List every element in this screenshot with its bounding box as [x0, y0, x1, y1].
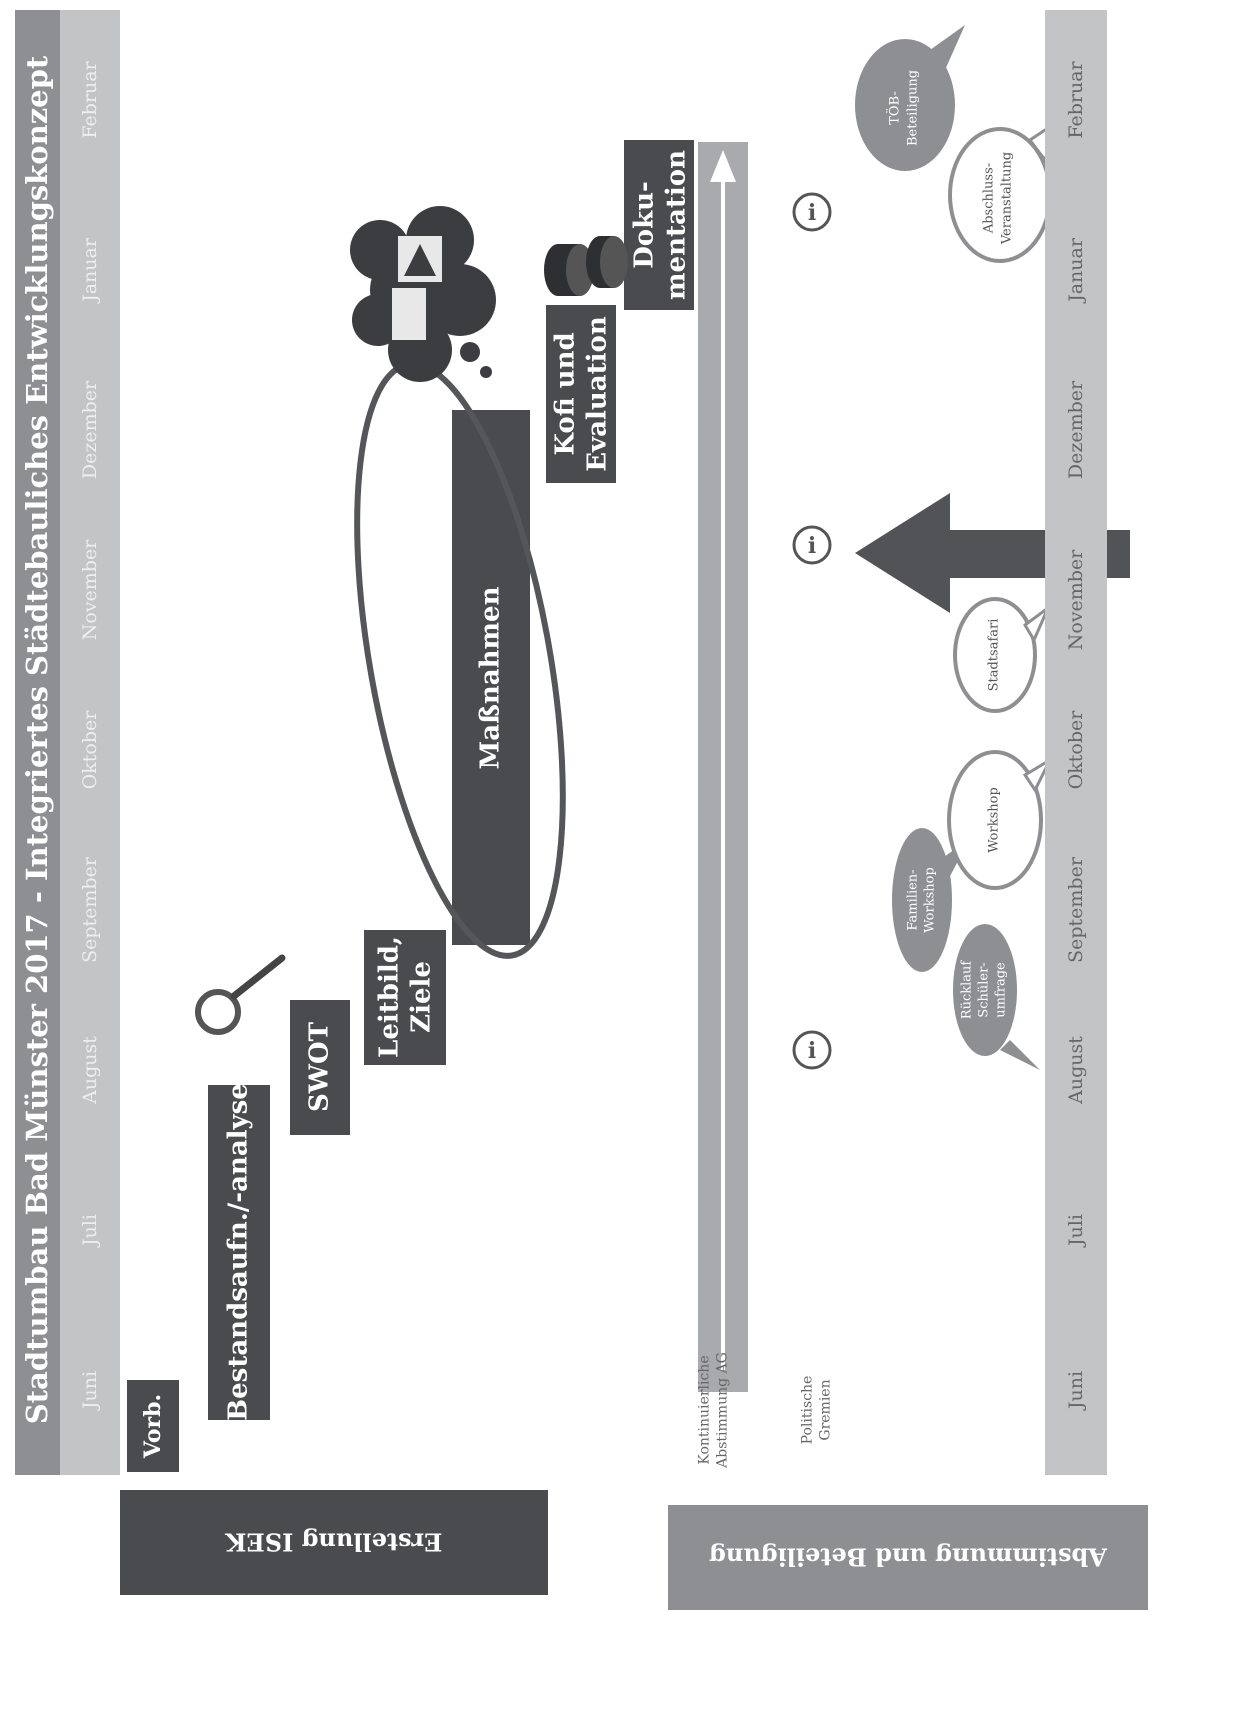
section-banner-top: [120, 1490, 548, 1595]
phase-swot: [290, 1000, 350, 1135]
info-icon: i: [792, 525, 832, 565]
month-bottom-august: August: [1065, 1036, 1087, 1104]
section-label-top: Erstellung ISEK: [225, 1527, 443, 1557]
arrow-up-icon: [710, 150, 736, 1370]
bubble-stadtsafari-text: Stadtsafari: [986, 618, 1002, 692]
label-kontinuierlich-1: Kontinuierliche: [696, 1355, 713, 1465]
month-band-bottom: [1045, 10, 1107, 1475]
label-politisch-1: Politische: [799, 1375, 816, 1445]
month-band-top: [60, 10, 120, 1475]
section-banner-bottom: [668, 1505, 1148, 1610]
svg-text:i: i: [808, 200, 816, 226]
bubble-stadtsafari-icon: [953, 597, 1052, 713]
bubble-abschluss-text-2: Veranstaltung: [999, 151, 1015, 245]
bubble-toeb-icon: [855, 25, 965, 171]
bubble-toeb-text-2: Beteiligung: [905, 69, 921, 147]
svg-text:i: i: [808, 1038, 816, 1064]
phase-bestand: [208, 1085, 270, 1420]
month-bottom-juni: Juni: [1065, 1370, 1087, 1410]
month-bottom-februar: Februar: [1065, 61, 1087, 139]
label-politisch-2: Gremien: [817, 1379, 834, 1441]
thought-cloud-icon: [350, 206, 496, 382]
info-icon: i: [792, 192, 832, 232]
coin-stack-icon: [544, 236, 628, 296]
section-label-bottom: Abstimmung und Beteiligung: [709, 1542, 1107, 1572]
month-bottom-dezember: Dezember: [1065, 380, 1087, 480]
phase-doku: [624, 140, 694, 310]
bubble-familien-text-2: Workshop: [922, 867, 938, 933]
bubble-rueckl-text-1: Rücklauf: [959, 960, 975, 1020]
month-bottom-september: September: [1065, 857, 1087, 963]
bubble-abschluss-text-1: Abschluss-: [981, 162, 997, 234]
month-bottom-november: November: [1065, 549, 1087, 651]
title-band: [15, 10, 60, 1475]
bubble-toeb-text-1: TÖB-: [887, 91, 903, 125]
month-bottom-oktober: Oktober: [1065, 710, 1087, 790]
phase-kofi: [546, 305, 616, 483]
month-bottom-juli: Juli: [1065, 1213, 1087, 1247]
month-bottom-januar: Januar: [1065, 238, 1087, 302]
label-kontinuierlich-2: Abstimmung AG: [714, 1352, 731, 1468]
bubble-rueckl-icon: [953, 924, 1040, 1070]
bubble-rueckl-text-3: umfrage: [993, 962, 1009, 1018]
bubble-workshop-icon: [947, 750, 1054, 890]
info-icon: i: [792, 1030, 832, 1070]
svg-text:i: i: [808, 533, 816, 559]
bubble-workshop-text: Workshop: [986, 787, 1002, 853]
focus-ellipse: [354, 361, 566, 959]
bubble-rueckl-text-2: Schüler-: [976, 962, 992, 1018]
phase-massnahmen: [452, 410, 530, 945]
bubble-familien-text-1: Familien-: [905, 869, 921, 931]
phase-leitbild: [364, 930, 446, 1065]
phase-vorb: [127, 1380, 179, 1472]
magnifier-icon: [195, 954, 286, 1035]
